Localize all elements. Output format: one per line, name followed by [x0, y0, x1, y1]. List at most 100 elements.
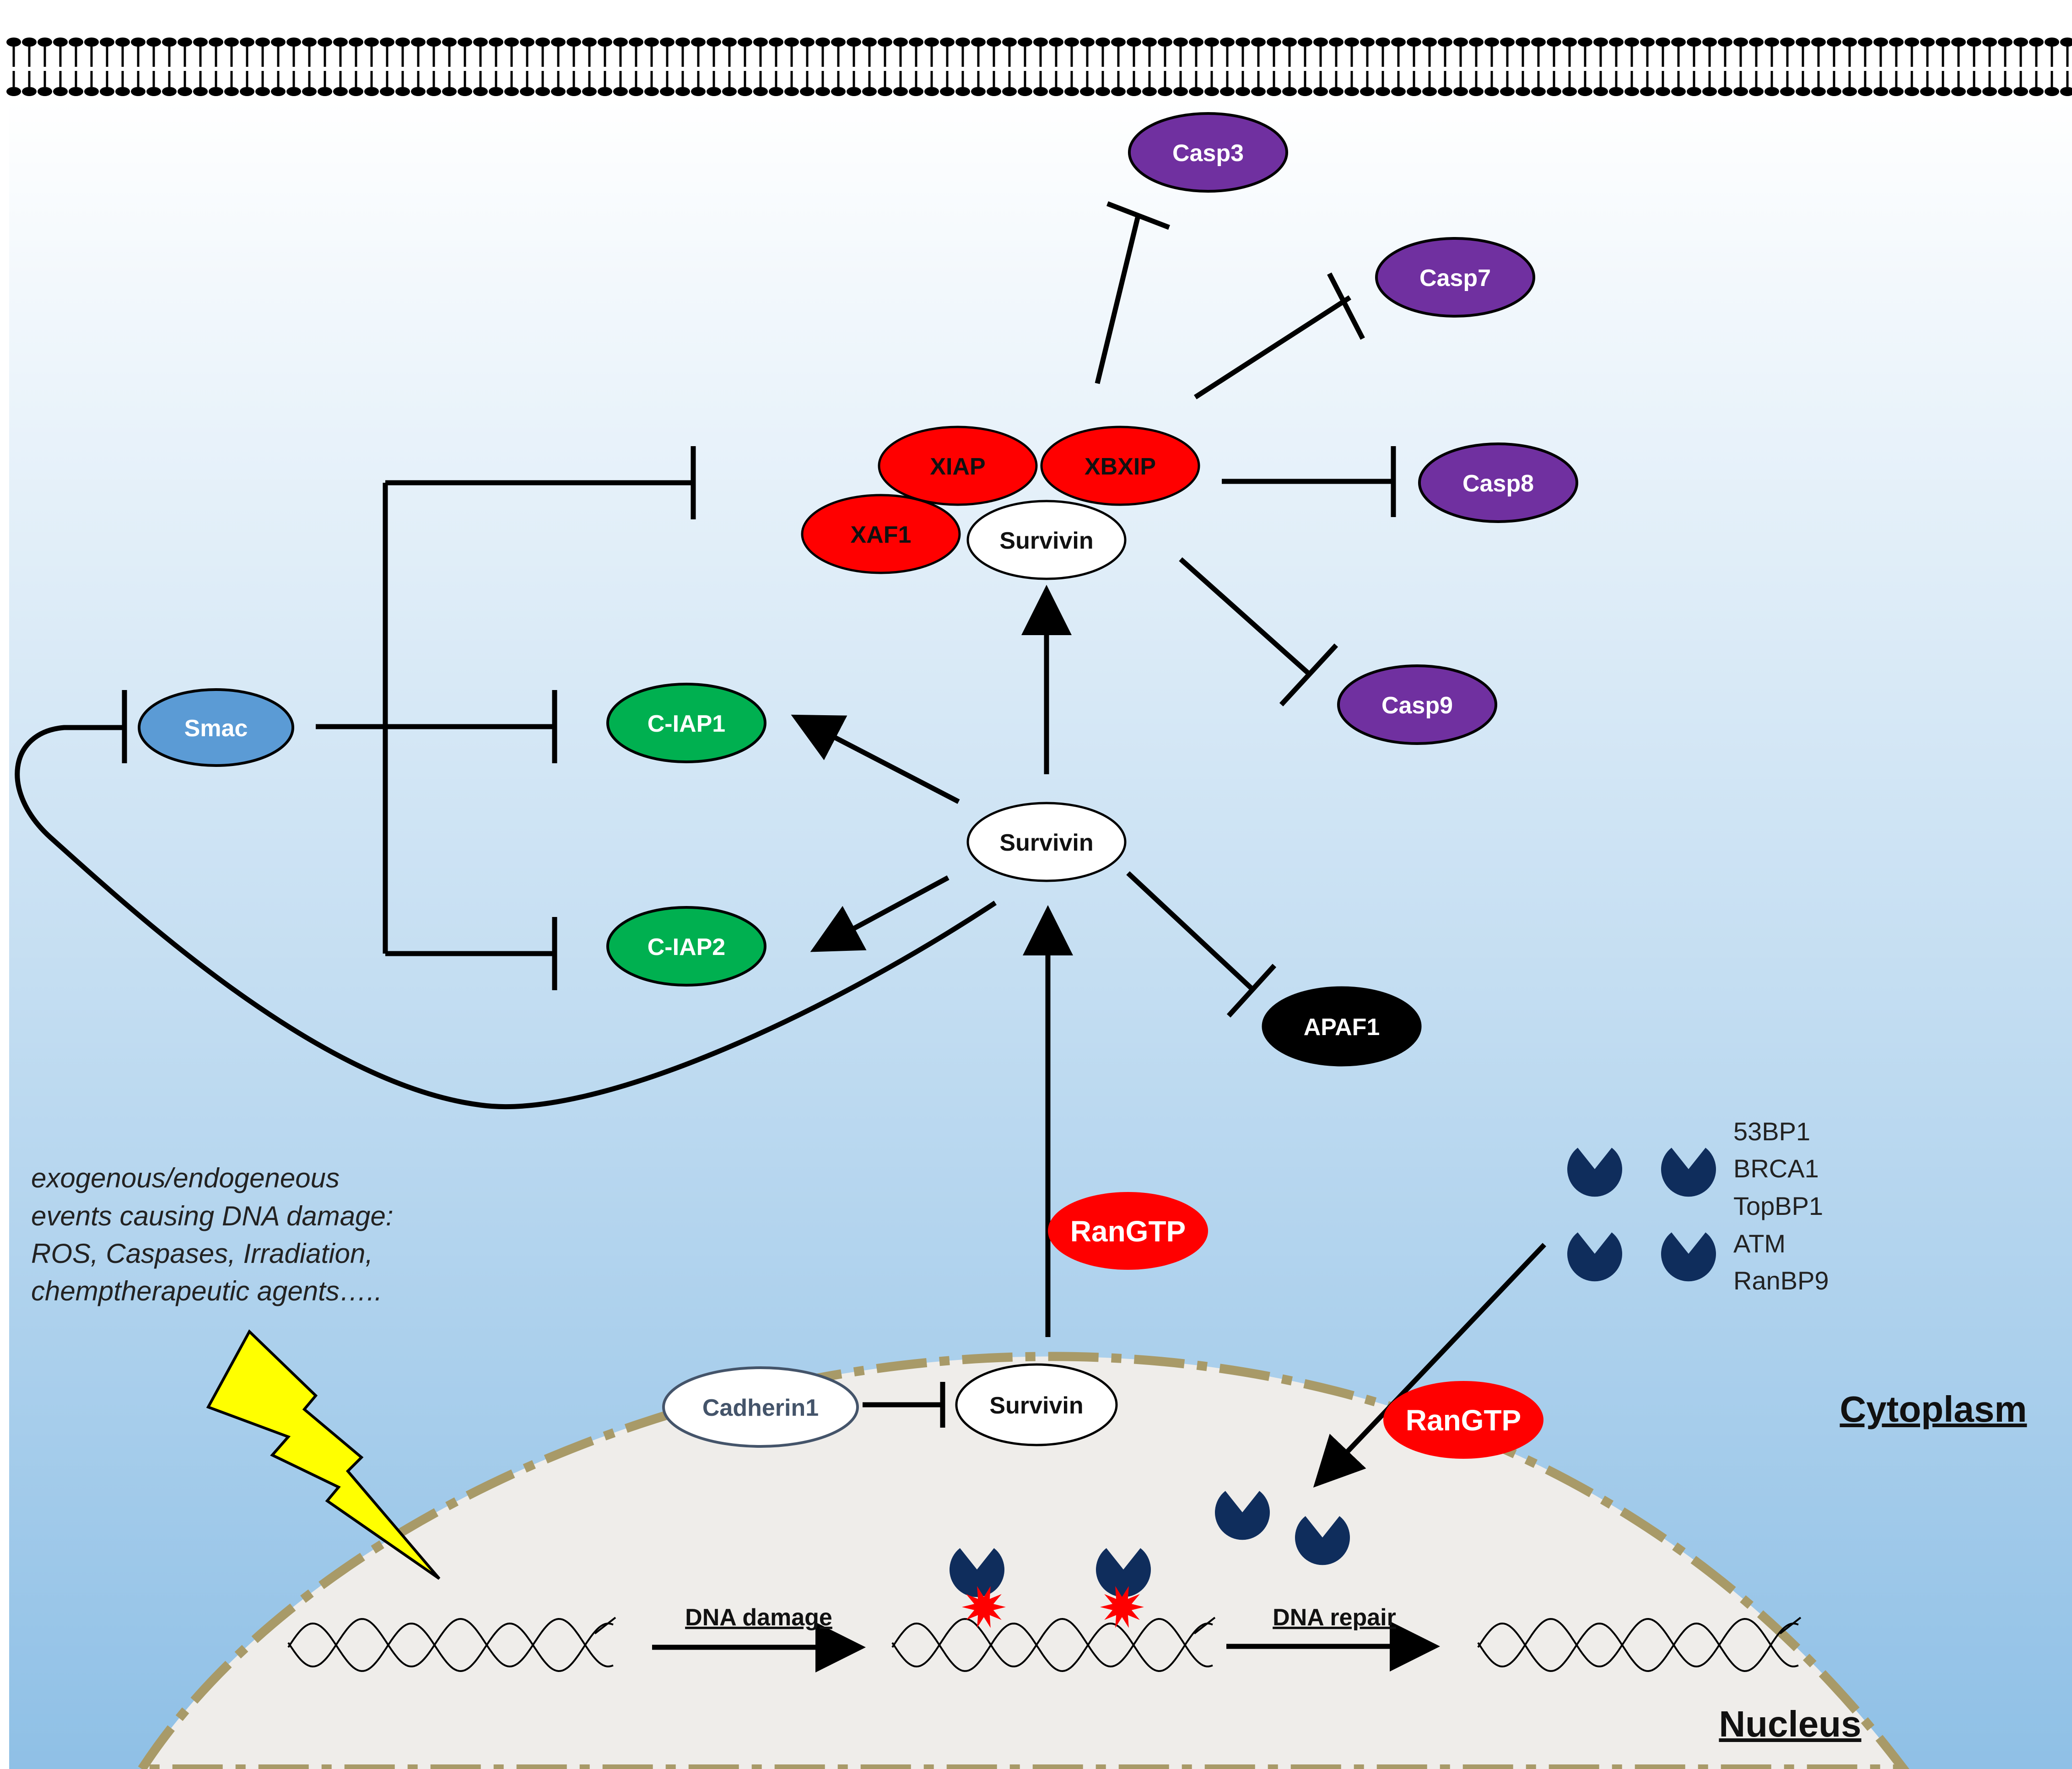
lipid-head: [1158, 87, 1172, 96]
lipid-head: [2045, 38, 2059, 47]
node-xiap: XIAP: [878, 426, 1038, 506]
node-survivin-complex: Survivin: [966, 500, 1127, 580]
lipid-head: [224, 38, 239, 47]
lipid-head: [286, 87, 301, 96]
survivin-center-label: Survivin: [999, 830, 1093, 856]
dna-backbone: [891, 1618, 1213, 1668]
casp8-label: Casp8: [1462, 470, 1534, 497]
lipid-head: [800, 38, 815, 47]
node-cadherin1: Cadherin1: [662, 1366, 859, 1448]
lipid-head: [1018, 38, 1032, 47]
lipid-head: [1018, 87, 1032, 96]
lipid-head: [1267, 87, 1281, 96]
repair-protein-2: BRCA1: [1733, 1154, 1819, 1183]
lipid-head: [924, 38, 939, 47]
lipid-head: [1531, 38, 1546, 47]
lipid-head: [38, 87, 52, 96]
lipid-head: [473, 87, 488, 96]
lipid-head: [1329, 87, 1344, 96]
lipid-head: [1438, 38, 1452, 47]
lipid-head: [1236, 87, 1250, 96]
dna-strand-intact: [287, 1617, 616, 1672]
lipid-head: [1780, 38, 1795, 47]
rangtp-lower-label: RanGTP: [1406, 1404, 1521, 1437]
lipid-head: [1593, 38, 1608, 47]
lipid-head: [146, 87, 161, 96]
lipid-head: [893, 38, 908, 47]
lipid-head: [847, 87, 861, 96]
dna-damage-note: exogenous/endogeneous events causing DNA…: [31, 1163, 394, 1306]
lipid-head: [1609, 87, 1624, 96]
lipid-head: [318, 38, 332, 47]
lipid-head: [1624, 38, 1639, 47]
lipid-head: [1033, 38, 1048, 47]
lipid-head: [1220, 38, 1235, 47]
lipid-head: [1127, 38, 1141, 47]
lipid-head: [644, 87, 659, 96]
xaf1-label: XAF1: [851, 522, 912, 548]
lipid-head: [489, 38, 503, 47]
lipid-head: [162, 38, 177, 47]
survivin-to-ciap2-arrow: [810, 875, 950, 952]
lipid-head: [1236, 38, 1250, 47]
lipid-head: [489, 87, 503, 96]
lipid-head: [940, 38, 955, 47]
lipid-head: [1407, 38, 1421, 47]
nucleus: [136, 1352, 1910, 1769]
lipid-head: [1064, 38, 1079, 47]
lipid-head: [442, 38, 457, 47]
smac-label: Smac: [184, 715, 248, 742]
lipid-head: [22, 38, 37, 47]
lipid-head: [971, 38, 986, 47]
dna-backbone: [287, 1618, 614, 1668]
lipid-head: [193, 87, 208, 96]
lipid-head: [1329, 38, 1344, 47]
casp7-label: Casp7: [1419, 265, 1491, 291]
lipid-head: [1998, 38, 2013, 47]
lipid-head: [2060, 38, 2072, 47]
lipid-head: [924, 87, 939, 96]
lipid-head: [53, 38, 68, 47]
repair-protein-icon: [1567, 1148, 1623, 1197]
note-line-4: chemptherapeutic agents…..: [31, 1276, 382, 1306]
lipid-head: [240, 87, 254, 96]
xbxip-label: XBXIP: [1085, 453, 1156, 480]
lipid-head: [784, 87, 799, 96]
lipid-head: [1780, 87, 1795, 96]
lipid-head: [1033, 87, 1048, 96]
inhibit-casp7-line: [1194, 295, 1351, 399]
damage-star-icons: [962, 1586, 1144, 1628]
lipid-head: [426, 87, 441, 96]
lipid-head: [1095, 38, 1110, 47]
inhibit-casp9-line: [1179, 557, 1311, 676]
lipid-head: [1702, 38, 1717, 47]
lipid-head: [1578, 38, 1592, 47]
lipid-head: [1905, 38, 1919, 47]
lipid-head: [691, 38, 706, 47]
lipid-head: [1656, 87, 1670, 96]
lipid-head: [878, 87, 892, 96]
dna-backbone: [287, 1622, 614, 1672]
lipid-head: [567, 87, 581, 96]
dna-repair-label: DNA repair: [1273, 1604, 1396, 1631]
repair-protein-icon: [1215, 1491, 1270, 1540]
lipid-head: [1951, 87, 1966, 96]
connectors: [15, 201, 1546, 1672]
lipid-head: [1982, 87, 1997, 96]
lipid-head: [302, 38, 317, 47]
lipid-head: [769, 87, 783, 96]
inhibit-casp3-line: [1095, 215, 1141, 384]
lipid-head: [1936, 38, 1950, 47]
lipid-head: [1718, 87, 1732, 96]
lipid-head: [1376, 38, 1390, 47]
lipid-head: [722, 87, 737, 96]
lipid-head: [1920, 87, 1935, 96]
lipid-head: [707, 87, 721, 96]
lipid-head: [691, 87, 706, 96]
lipid-head: [271, 38, 286, 47]
repair-protein-4: ATM: [1733, 1229, 1786, 1258]
lipid-head: [1858, 38, 1872, 47]
lipid-head: [1282, 87, 1297, 96]
lipid-head: [1827, 87, 1841, 96]
lipid-head: [1578, 87, 1592, 96]
